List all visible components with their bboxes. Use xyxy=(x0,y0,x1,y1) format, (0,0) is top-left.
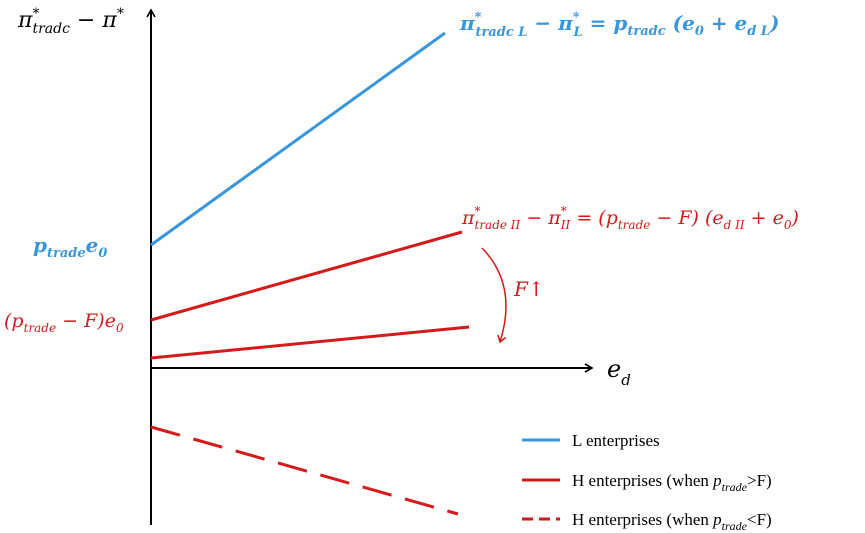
h-intercept-label: (ptrade − F)e0 xyxy=(4,310,124,335)
legend: L enterprises H enterprises (when ptrade… xyxy=(522,431,772,533)
f-increase-label: F↑ xyxy=(513,277,545,301)
h-enterprises-line-lower xyxy=(150,325,470,360)
legend-label-h-gt: H enterprises (when ptrade>F) xyxy=(572,471,772,494)
h-equation: π*trade II − π*II = (ptrade − F) (ed II … xyxy=(461,204,799,232)
legend-label-h-lt: H enterprises (when ptrade<F) xyxy=(572,510,772,533)
h-enterprises-line-upper xyxy=(150,230,463,322)
x-axis-label: ed xyxy=(607,355,631,389)
h-enterprises-dashed-line xyxy=(150,425,459,516)
l-enterprises-line xyxy=(150,31,446,247)
l-intercept-label: ptradee0 xyxy=(33,233,107,261)
y-axis-label: π*tradc − π* xyxy=(17,6,124,37)
l-equation: π*tradc L − π*L = ptradc (e0 + ed L) xyxy=(459,10,780,40)
legend-label-l: L enterprises xyxy=(572,431,660,450)
f-increase-arrow xyxy=(481,247,507,344)
